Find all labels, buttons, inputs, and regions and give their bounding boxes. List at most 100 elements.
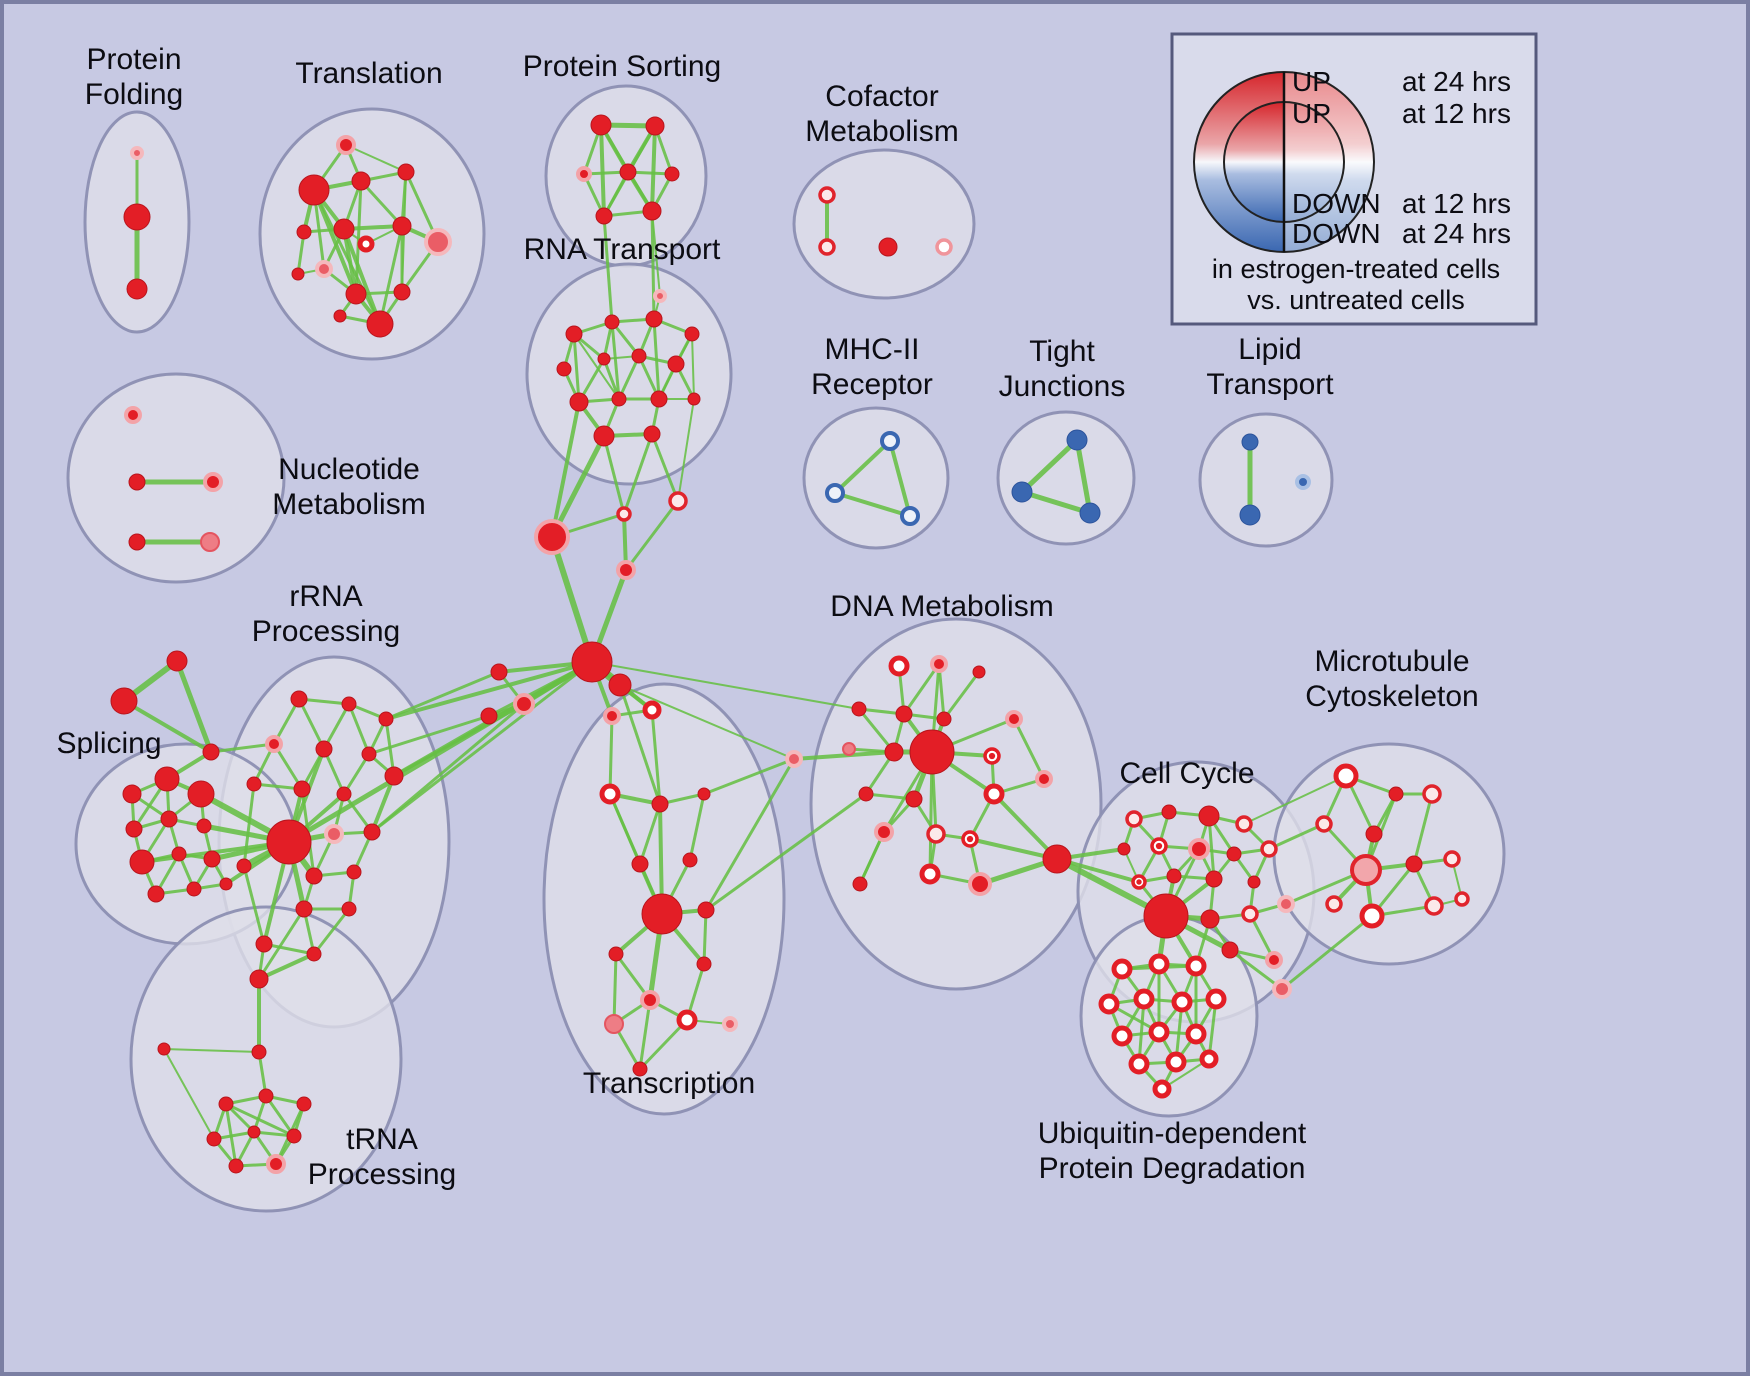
gene-node bbox=[1133, 988, 1155, 1010]
interaction-edge bbox=[612, 952, 618, 1026]
interaction-edge bbox=[617, 354, 641, 401]
interaction-edge bbox=[122, 699, 213, 754]
gene-node bbox=[1143, 893, 1189, 939]
gene-node bbox=[129, 849, 155, 875]
gene-node bbox=[513, 693, 535, 715]
interaction-edge bbox=[622, 432, 654, 516]
gene-node bbox=[251, 1044, 267, 1060]
interaction-edge bbox=[347, 702, 371, 756]
interaction-edge bbox=[367, 714, 491, 756]
gene-node bbox=[1117, 842, 1131, 856]
interaction-edge bbox=[1267, 822, 1326, 851]
interaction-edge bbox=[602, 214, 614, 324]
interaction-edge bbox=[384, 670, 501, 721]
gene-node bbox=[631, 855, 649, 873]
gene-node bbox=[842, 742, 856, 756]
cluster-ellipse-nucleotide-metabolism bbox=[66, 372, 286, 584]
gene-node bbox=[157, 1042, 171, 1056]
interaction-edge bbox=[342, 227, 382, 326]
gene-node bbox=[258, 1088, 274, 1104]
gene-node bbox=[1205, 988, 1227, 1010]
gene-node bbox=[306, 946, 322, 962]
gene-node bbox=[305, 867, 323, 885]
gene-node bbox=[590, 114, 612, 136]
interaction-edge bbox=[549, 534, 595, 665]
gene-node bbox=[1277, 895, 1295, 913]
gene-node bbox=[571, 641, 613, 683]
gene-node bbox=[219, 877, 233, 891]
gene-node bbox=[392, 216, 412, 236]
interaction-edge bbox=[704, 792, 868, 912]
gene-node bbox=[632, 1061, 648, 1077]
interaction-edge bbox=[833, 491, 912, 518]
gene-node bbox=[604, 1014, 624, 1034]
gene-node bbox=[1161, 804, 1177, 820]
interaction-edge bbox=[650, 209, 656, 321]
interaction-edge bbox=[242, 782, 256, 868]
gene-node bbox=[825, 483, 845, 503]
gene-node bbox=[1247, 875, 1261, 889]
gene-node bbox=[286, 1128, 302, 1144]
interaction-edge bbox=[297, 697, 326, 751]
gene-node bbox=[608, 946, 624, 962]
gene-node bbox=[397, 163, 415, 181]
gene-node bbox=[603, 707, 621, 725]
gene-node bbox=[128, 473, 146, 491]
gene-node bbox=[393, 283, 411, 301]
gene-node bbox=[874, 822, 894, 842]
gene-node bbox=[696, 956, 712, 972]
gene-node bbox=[1148, 953, 1170, 975]
gene-node bbox=[1443, 850, 1461, 868]
gene-node bbox=[124, 406, 142, 424]
gene-node bbox=[619, 163, 637, 181]
interaction-edge bbox=[342, 752, 371, 796]
interaction-edge bbox=[677, 398, 695, 502]
gene-node bbox=[935, 238, 953, 256]
gene-node bbox=[246, 776, 262, 792]
gene-node bbox=[203, 472, 223, 492]
interaction-edge bbox=[322, 702, 351, 751]
gene-node bbox=[296, 224, 312, 240]
gene-node bbox=[203, 850, 221, 868]
gene-node bbox=[1128, 1053, 1150, 1075]
gene-node bbox=[1198, 805, 1220, 827]
gene-node bbox=[1005, 710, 1023, 728]
interaction-edge bbox=[1207, 814, 1216, 881]
gene-node bbox=[1226, 846, 1242, 862]
gene-node bbox=[1365, 825, 1383, 843]
gene-node bbox=[315, 260, 333, 278]
cluster-ellipse-trna-processing bbox=[129, 905, 403, 1213]
gene-node bbox=[1185, 955, 1207, 977]
gene-node bbox=[298, 174, 330, 206]
gene-node bbox=[125, 820, 143, 838]
gene-node bbox=[599, 783, 621, 805]
interaction-edge bbox=[257, 907, 306, 981]
gene-node bbox=[1111, 1025, 1133, 1047]
gene-node bbox=[1199, 1049, 1219, 1069]
gene-node bbox=[640, 990, 660, 1010]
gene-node bbox=[249, 969, 269, 989]
gene-node bbox=[363, 823, 381, 841]
interaction-edge bbox=[573, 333, 620, 400]
interaction-edge bbox=[257, 952, 316, 981]
interaction-edge bbox=[354, 179, 363, 296]
gene-node bbox=[1333, 763, 1359, 789]
gene-node bbox=[653, 289, 667, 303]
gene-node bbox=[1265, 951, 1283, 969]
cluster-ellipse-cofactor-metabolism bbox=[792, 148, 976, 300]
interaction-edge bbox=[1228, 948, 1284, 991]
gene-node bbox=[664, 166, 680, 182]
gene-node bbox=[122, 784, 142, 804]
gene-node bbox=[480, 707, 498, 725]
interaction-edge bbox=[264, 1094, 296, 1138]
gene-node bbox=[1200, 909, 1220, 929]
interaction-edge bbox=[688, 792, 706, 862]
gene-node bbox=[930, 655, 948, 673]
gene-node bbox=[1042, 844, 1072, 874]
gene-node bbox=[295, 900, 313, 918]
gene-node bbox=[206, 1131, 222, 1147]
gene-node bbox=[160, 810, 178, 828]
interaction-edge bbox=[618, 683, 662, 806]
gene-node bbox=[265, 735, 283, 753]
gene-node-core bbox=[988, 752, 996, 760]
